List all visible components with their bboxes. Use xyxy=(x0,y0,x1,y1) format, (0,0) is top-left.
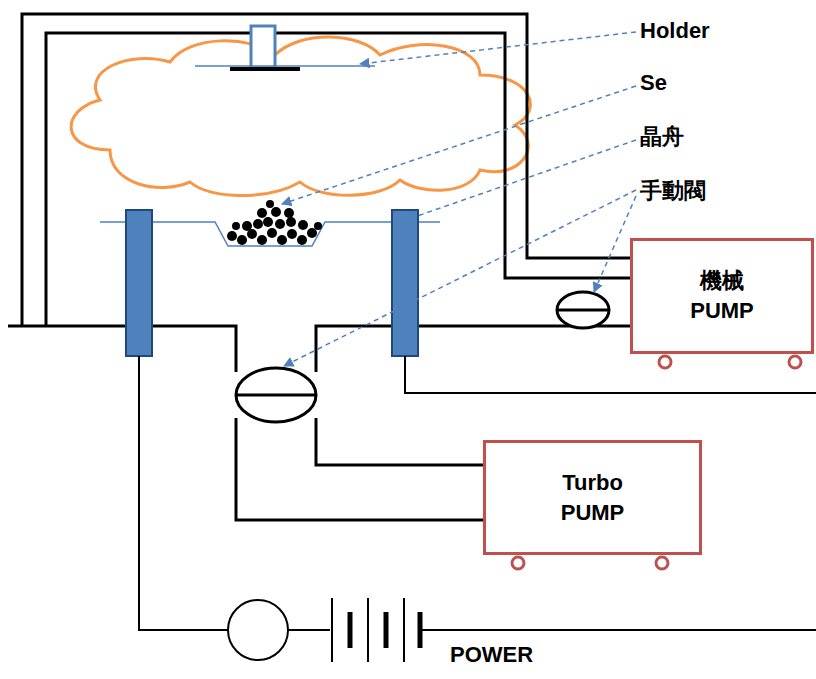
substrate-holder xyxy=(195,26,375,69)
ammeter xyxy=(228,600,288,660)
part-label: Se xyxy=(640,70,667,96)
manual-valve xyxy=(236,292,609,422)
part-label: Holder xyxy=(640,18,710,44)
vapor-cloud xyxy=(71,37,530,196)
part-label: POWER xyxy=(450,642,533,668)
power-wiring xyxy=(139,356,816,630)
electrode xyxy=(126,210,152,356)
pump-name: Turbo PUMP xyxy=(561,468,625,528)
pump-box: Turbo PUMP xyxy=(483,440,702,555)
electrode xyxy=(392,210,418,356)
part-label: 晶舟 xyxy=(640,124,684,150)
part-label: 手動閥 xyxy=(640,178,706,204)
selenium-pellets xyxy=(227,200,322,245)
leader-line xyxy=(282,32,636,366)
battery-symbol xyxy=(332,598,420,662)
pump-box: 機械 PUMP xyxy=(630,238,814,354)
pump-name: 機械 PUMP xyxy=(690,266,754,326)
